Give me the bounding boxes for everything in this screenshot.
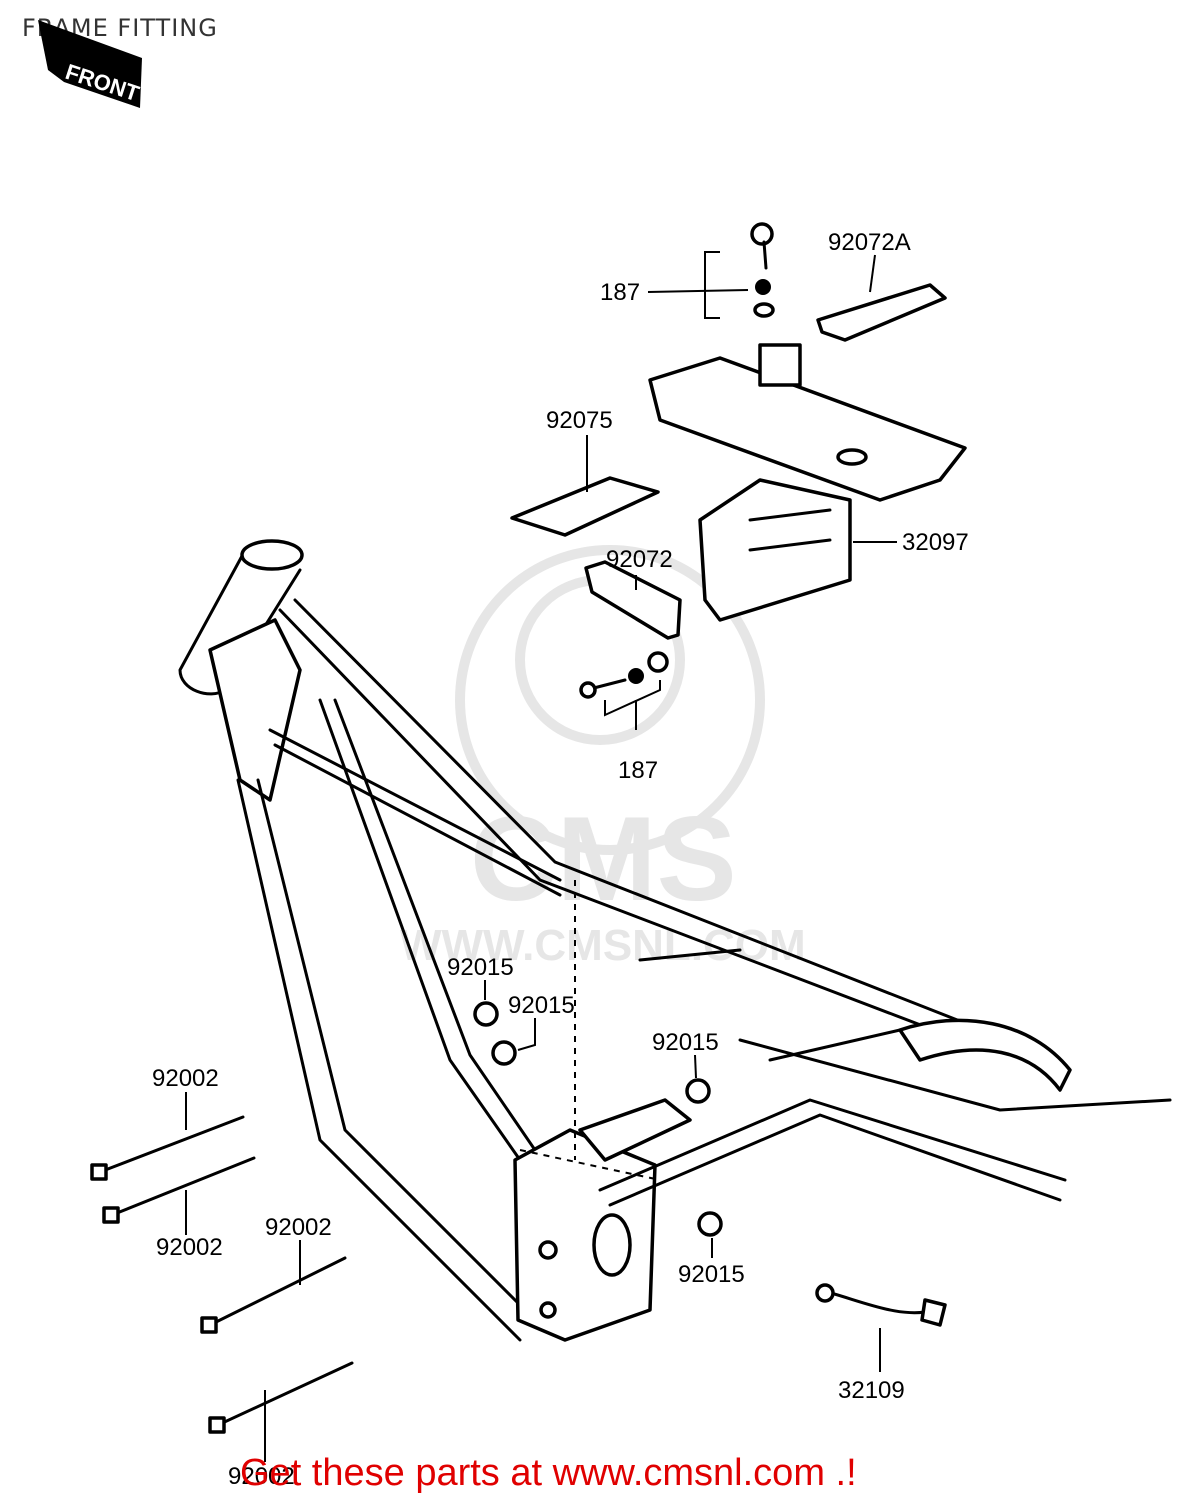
watermark-url: WWW.CMSNL.COM xyxy=(400,921,806,970)
wire-32109 xyxy=(815,1283,947,1327)
bolt-set-187-bottom xyxy=(579,651,669,730)
label-92015-b: 92015 xyxy=(508,992,575,1019)
label-92072a: 92072A xyxy=(828,229,911,256)
part-labels: 92072A 187 92075 32097 92072 187 92015 9… xyxy=(152,229,969,1490)
label-92075: 92075 xyxy=(546,407,613,434)
nuts-92015 xyxy=(473,1001,723,1237)
label-32109: 32109 xyxy=(838,1377,905,1404)
motorcycle-frame xyxy=(178,539,1172,1342)
battery-case xyxy=(648,343,967,622)
label-92002-a: 92002 xyxy=(152,1065,219,1092)
label-92015-d: 92015 xyxy=(678,1261,745,1288)
label-32097: 32097 xyxy=(902,529,969,556)
bolt-set-187-top xyxy=(704,222,775,319)
label-92002-b: 92002 xyxy=(156,1234,223,1261)
label-92002-d: 92002 xyxy=(228,1463,295,1490)
label-187-top: 187 xyxy=(600,279,640,306)
leader-lines xyxy=(185,254,897,1462)
label-92015-c: 92015 xyxy=(652,1029,719,1056)
battery-strap-92072a xyxy=(816,283,947,342)
label-187-bottom: 187 xyxy=(618,757,658,784)
front-direction-arrow: FRONT xyxy=(38,20,143,108)
label-92015-a: 92015 xyxy=(447,954,514,981)
bracket-92072 xyxy=(584,560,682,640)
label-92072: 92072 xyxy=(606,546,673,573)
bolts-92002 xyxy=(90,1115,354,1434)
battery-pad xyxy=(510,476,660,537)
promo-link[interactable]: Get these parts at www.cmsnl.com .! xyxy=(240,1452,857,1494)
watermark-brand: CMS xyxy=(470,792,737,926)
label-92002-c: 92002 xyxy=(265,1214,332,1241)
